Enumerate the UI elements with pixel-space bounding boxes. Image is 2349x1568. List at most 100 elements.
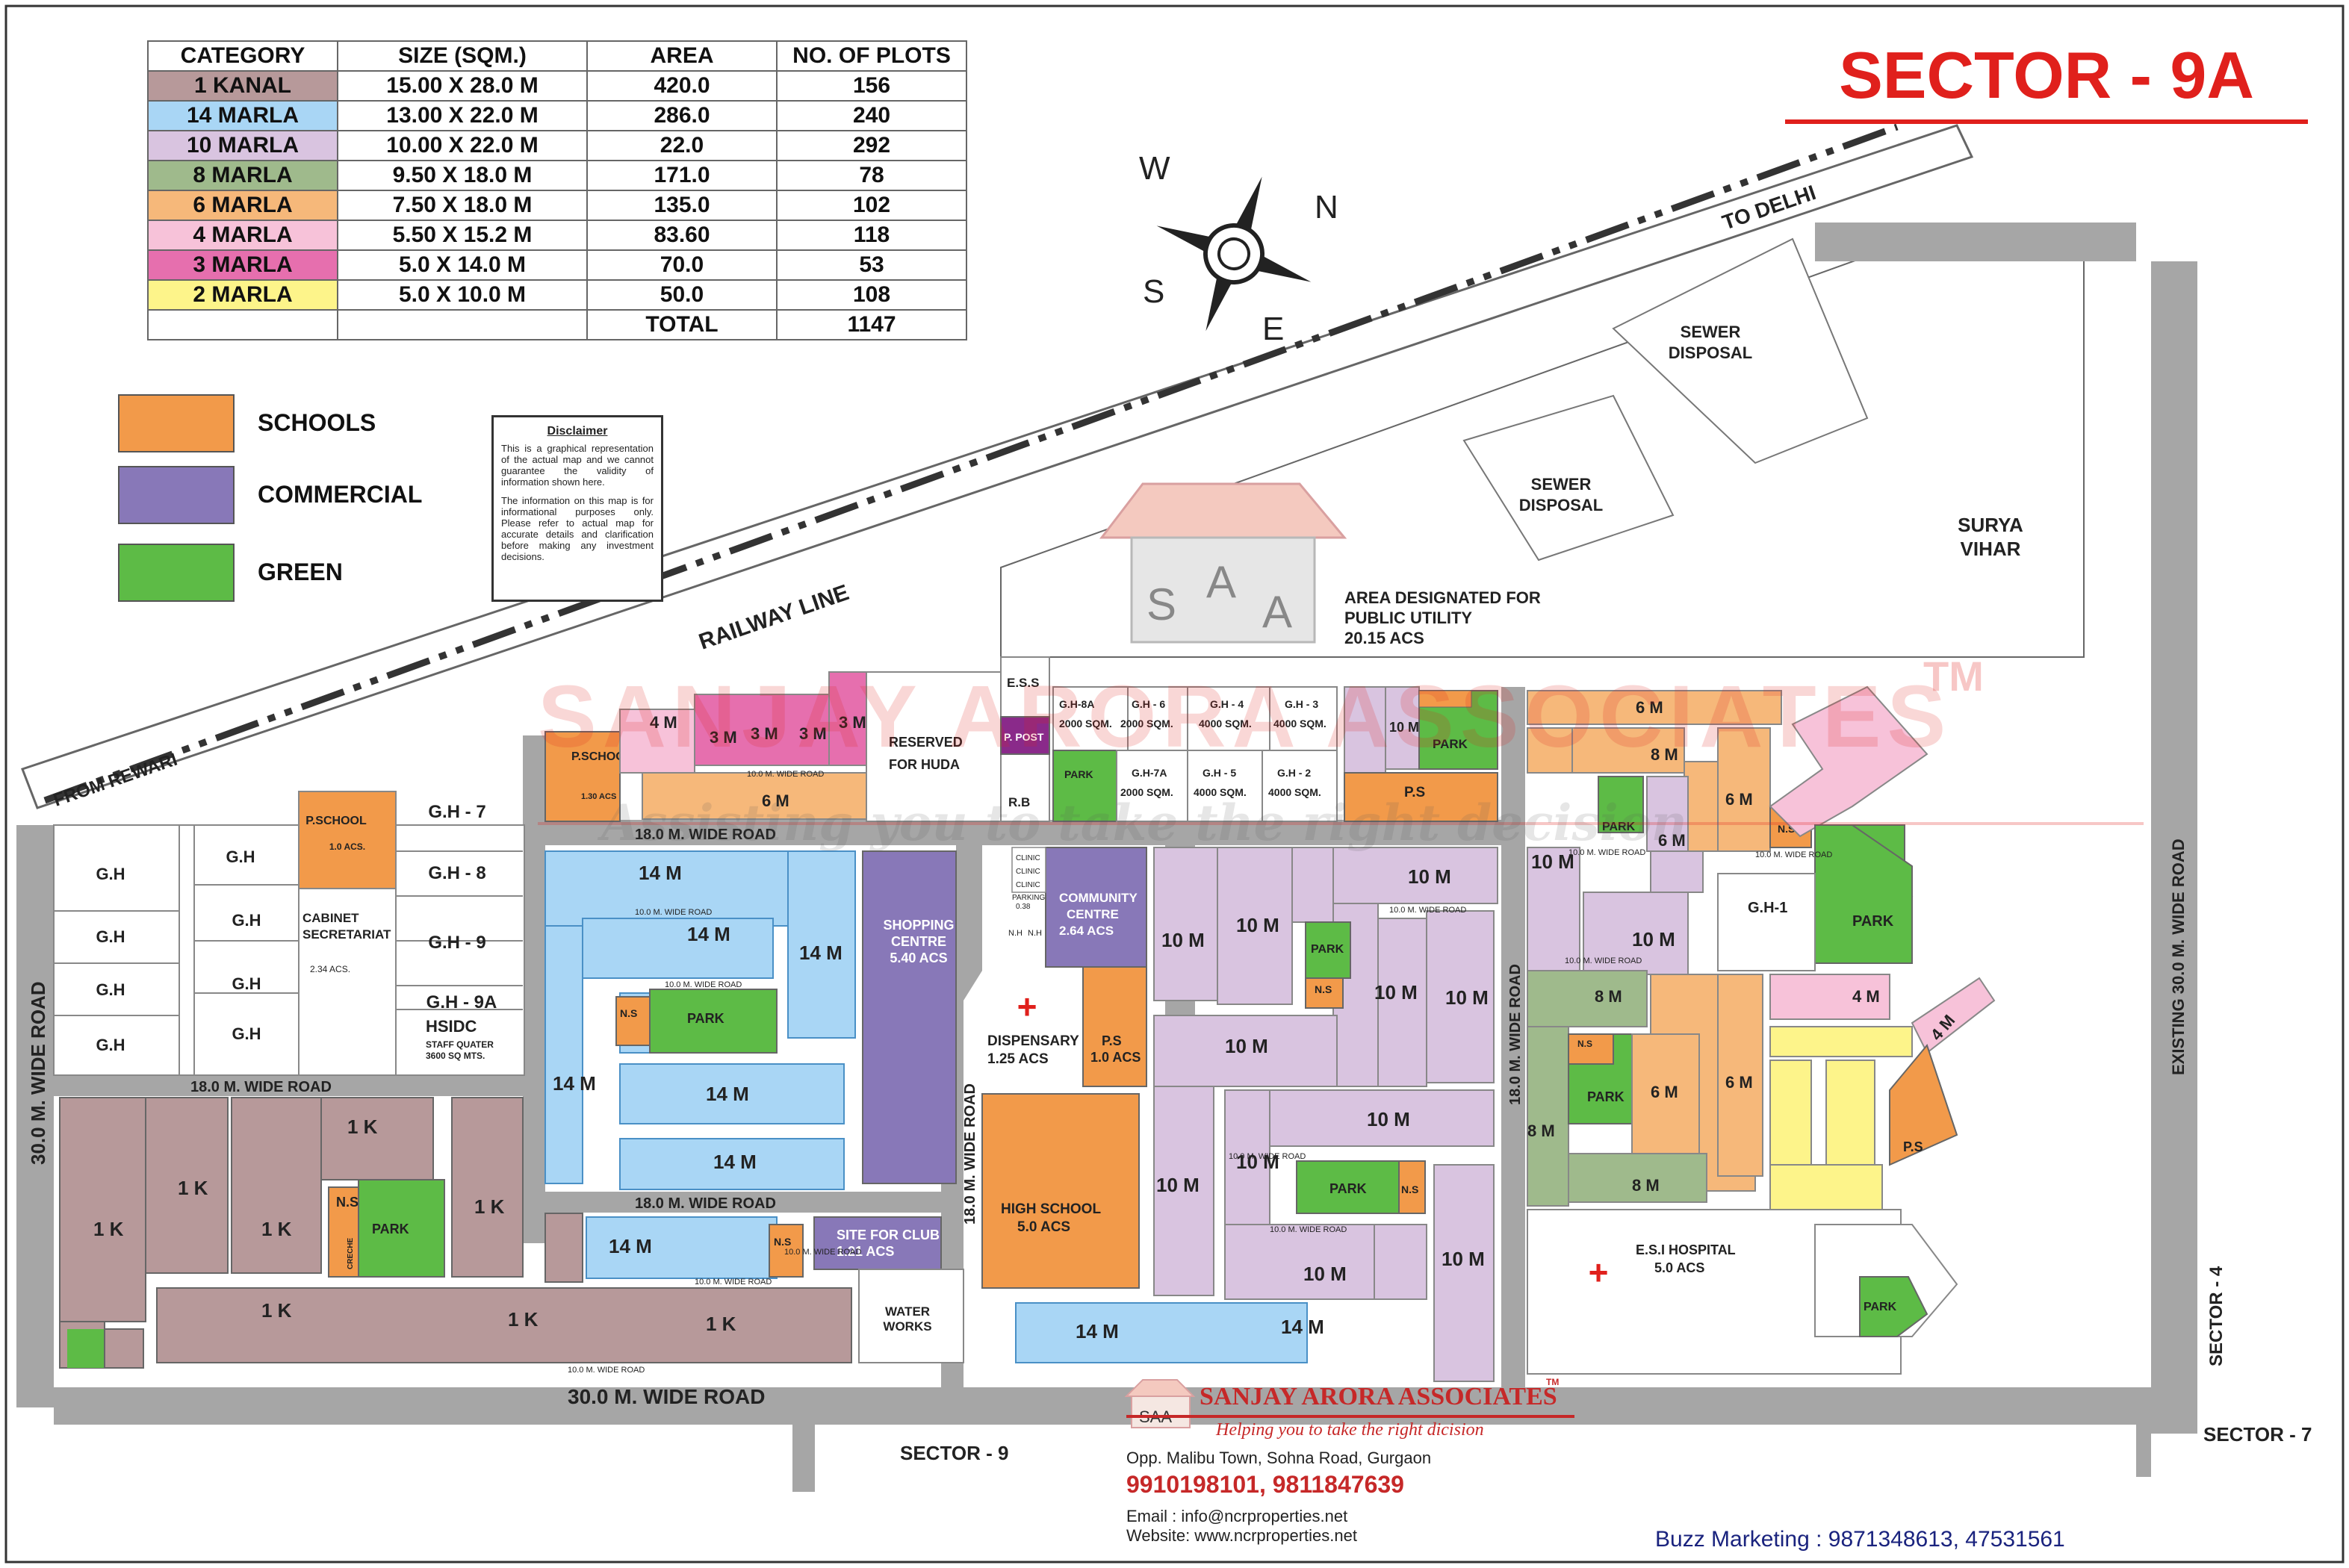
size-cell: 5.50 X 15.2 M <box>337 220 588 251</box>
road-10m-label-12: 10.0 M. WIDE ROAD <box>1270 1225 1347 1234</box>
road-10m-label-9: 10.0 M. WIDE ROAD <box>1568 848 1645 857</box>
sector-4-label: SECTOR - 4 <box>2206 1266 2227 1366</box>
park-10m-lower <box>1296 1160 1409 1214</box>
m6-top-label: 6 M <box>762 791 789 810</box>
ps-right <box>1889 1043 1958 1166</box>
road-10m-label-11: 10.0 M. WIDE ROAD <box>1389 906 1466 915</box>
park-8m-label: PARK <box>1587 1089 1625 1104</box>
compass-w: W <box>1139 150 1170 187</box>
kanal-label-3: 1 K <box>261 1218 292 1240</box>
gh-label-1: G.H <box>96 865 125 883</box>
m6-right-label-4: 6 M <box>1725 1073 1753 1092</box>
marla4-angled <box>1769 685 1928 838</box>
community-centre <box>1045 847 1147 968</box>
disclaimer-text-1: This is a graphical representation of th… <box>501 443 654 488</box>
watermark-tagline: Assisting you to take the right decision <box>597 794 1687 852</box>
table-total-row: TOTAL 1147 <box>147 309 967 340</box>
ns-left-label: N.S <box>336 1195 359 1210</box>
clinic-1: CLINIC <box>1016 854 1040 862</box>
area-cell: 83.60 <box>586 220 778 251</box>
marla8-right <box>1527 970 1996 1210</box>
size-cell: 13.00 X 22.0 M <box>337 100 588 131</box>
col-category-header: CATEGORY <box>147 40 338 72</box>
clinic-2: CLINIC <box>1016 868 1040 876</box>
m3-top-label-4: 3 M <box>839 713 866 732</box>
ns-club-label: N.S <box>774 1236 791 1248</box>
table-row: 6 MARLA 7.50 X 18.0 M 135.0 102 <box>147 190 967 221</box>
m8-right-label-4: 8 M <box>1632 1176 1660 1195</box>
m14-label-3: 14 M <box>799 942 843 964</box>
legend-swatch-schools <box>118 394 235 452</box>
gh-label-7: G.H <box>232 974 261 993</box>
category-cell: 10 MARLA <box>147 130 338 161</box>
footer-tagline: Helping you to take the right dicision <box>1216 1420 1484 1440</box>
railway-corridor <box>21 124 1974 809</box>
col-plots-header: NO. OF PLOTS <box>776 40 967 72</box>
kanal-label-6: 1 K <box>261 1299 292 1322</box>
footer-website: Website: www.ncrproperties.net <box>1126 1526 1357 1545</box>
cabinet-area: 2.34 ACS. <box>310 964 350 974</box>
disclaimer-title: Disclaimer <box>547 425 608 438</box>
road-right-vertical <box>2151 261 2197 1434</box>
size-cell: 7.50 X 18.0 M <box>337 190 588 221</box>
category-cell: 1 KANAL <box>147 70 338 102</box>
m3-top-label-2: 3 M <box>751 724 778 743</box>
sewer-area-1 <box>1612 237 1869 464</box>
gh-label-4: G.H <box>96 1036 125 1054</box>
park-bottom-right-label: PARK <box>1864 1301 1897 1313</box>
area-cell: 286.0 <box>586 100 778 131</box>
road-18m-left <box>54 1075 524 1096</box>
col-size-header: SIZE (SQM.) <box>337 40 588 72</box>
road-30m-left-label: 30.0 M. WIDE ROAD <box>27 981 49 1165</box>
compass-s: S <box>1143 273 1164 310</box>
size-cell: 5.0 X 10.0 M <box>337 279 588 311</box>
category-cell: 6 MARLA <box>147 190 338 221</box>
m10-label-6: 10 M <box>1225 1035 1268 1057</box>
road-18m-mid <box>545 1192 964 1213</box>
gh-label-5: G.H <box>226 847 255 866</box>
park-14m-label: PARK <box>687 1011 724 1026</box>
m14-label-1: 14 M <box>639 862 682 884</box>
road-10m-label-8: 10.0 M. WIDE ROAD <box>1565 956 1642 965</box>
m14-label-7: 14 M <box>609 1235 652 1257</box>
m10-label-12: 10 M <box>1531 850 1574 873</box>
gh1-label: G.H-1 <box>1748 900 1787 916</box>
kanal-label-2: 1 K <box>178 1177 208 1199</box>
svg-text:A: A <box>1206 557 1236 607</box>
clinic-3: CLINIC <box>1016 881 1040 889</box>
m14-label-4: 14 M <box>553 1072 596 1095</box>
category-cell: 2 MARLA <box>147 279 338 311</box>
group-housing-top <box>1052 686 1338 822</box>
kanal-label-7: 1 K <box>508 1308 539 1331</box>
size-cell: 9.50 X 18.0 M <box>337 160 588 191</box>
plots-cell: 156 <box>776 70 967 102</box>
table-row: 8 MARLA 9.50 X 18.0 M 171.0 78 <box>147 160 967 191</box>
disclaimer-box: Disclaimer This is a graphical represent… <box>491 415 663 602</box>
ns-club <box>769 1224 804 1278</box>
road-30m-right-label: EXISTING 30.0 M. WIDE ROAD <box>2169 839 2188 1075</box>
category-cell: 4 MARLA <box>147 220 338 251</box>
m10-label-10: 10 M <box>1303 1263 1347 1285</box>
map-border <box>4 4 2345 1564</box>
dispensary-cross-icon: + <box>1017 987 1037 1026</box>
ns-8m <box>1568 1033 1614 1065</box>
table-row: 10 MARLA 10.00 X 22.0 M 22.0 292 <box>147 130 967 161</box>
road-top-right <box>1815 223 2136 261</box>
ps-top-label: P.S <box>1404 785 1425 800</box>
table-row: 14 MARLA 13.00 X 22.0 M 286.0 240 <box>147 100 967 131</box>
m10-label-13: 10 M <box>1632 928 1675 951</box>
legend-label-green: GREEN <box>258 559 343 585</box>
ns-10m-lower-label: N.S <box>1401 1183 1418 1195</box>
road-10m-label-1: 10.0 M. WIDE ROAD <box>784 1248 861 1257</box>
footer-email: Email : info@ncrproperties.net <box>1126 1507 1348 1525</box>
road-30m-left <box>16 825 54 1407</box>
nh-2: N.H <box>1028 929 1042 938</box>
ps-school-mid <box>1082 966 1147 1087</box>
